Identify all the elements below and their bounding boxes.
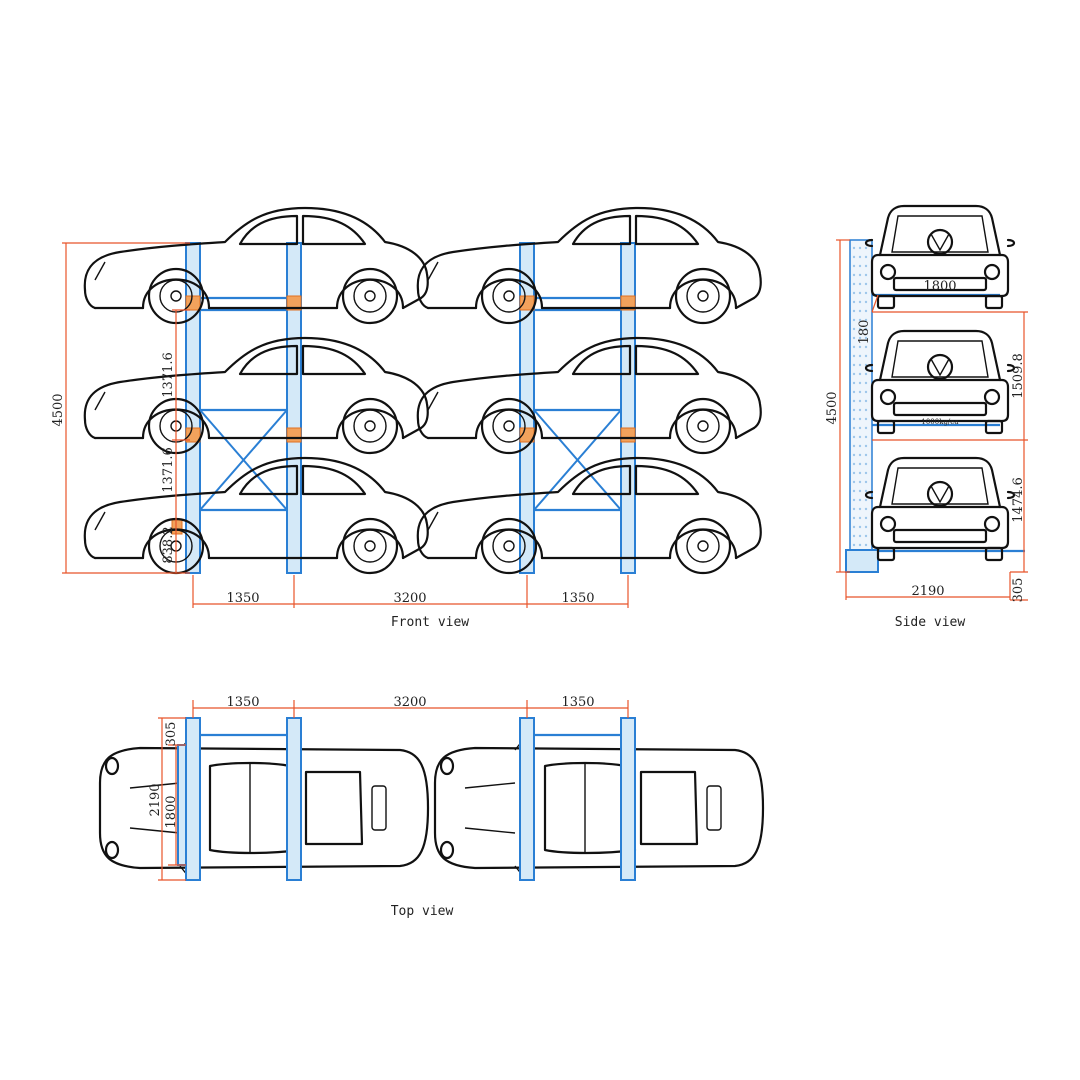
front-post [519, 242, 535, 574]
front-view-caption: Front view [391, 615, 469, 630]
side-dim-beam: 180 [857, 320, 872, 345]
top-post [519, 717, 535, 881]
dim-span-middle: 3200 [393, 591, 426, 606]
front-post [185, 242, 201, 574]
top-dim-post-depth: 305 [164, 722, 179, 747]
side-base [845, 549, 879, 573]
front-car [83, 456, 429, 575]
top-dim-span-left: 1350 [226, 695, 259, 710]
dim-span-left: 1350 [226, 591, 259, 606]
dim-level-1: 1371.6 [161, 352, 176, 398]
top-post [286, 717, 302, 881]
front-car [416, 456, 762, 575]
dim-span-right: 1350 [561, 591, 594, 606]
top-car [433, 738, 765, 878]
dim-level-2: 1371.6 [161, 447, 176, 493]
top-dim-depth-total: 2190 [148, 783, 163, 816]
lift-bracket [286, 427, 302, 443]
top-rack-left [177, 717, 302, 881]
side-dim-level-top: 1509.8 [1011, 353, 1026, 399]
front-rack-right [519, 242, 636, 574]
top-view-caption: Top view [391, 904, 454, 919]
top-dim-depth-platform: 1800 [164, 795, 179, 828]
top-post [185, 717, 201, 881]
top-dimensions: 1350 3200 1350 2190 1800 305 [148, 695, 629, 881]
capacity-label: 1000kg/ea [921, 418, 958, 426]
dim-platform-width: 1800 [923, 279, 956, 294]
side-dim-total-height: 4500 [825, 391, 840, 424]
dim-total-height: 4500 [51, 393, 66, 426]
top-view: 1350 3200 1350 2190 1800 305 Top view [98, 695, 765, 919]
side-dimensions: 4500 180 1509.8 1474.6 2190 305 [825, 239, 1028, 603]
front-car [416, 336, 762, 455]
side-column [849, 239, 873, 551]
side-view-caption: Side view [895, 615, 966, 630]
top-dim-span-middle: 3200 [393, 695, 426, 710]
lift-bracket [519, 295, 535, 311]
side-car [864, 456, 1016, 562]
top-platform-edge [177, 744, 187, 866]
front-car [83, 336, 429, 455]
top-rack-right [519, 717, 636, 881]
front-post [286, 242, 302, 574]
lift-bracket [185, 295, 201, 311]
lift-bracket [620, 295, 636, 311]
dim-ground: 838.2 [161, 526, 176, 563]
side-dim-base-width: 2190 [911, 584, 944, 599]
lift-bracket [620, 427, 636, 443]
side-column-perforation [852, 246, 868, 547]
side-dim-base-height: 305 [1011, 578, 1026, 603]
front-car [416, 206, 762, 325]
top-post [620, 717, 636, 881]
lift-bracket [185, 427, 201, 443]
front-view: 4500 1371.6 1371.6 838.2 1350 3200 1350 … [51, 206, 762, 630]
top-dim-span-right: 1350 [561, 695, 594, 710]
front-car [83, 206, 429, 325]
side-dim-level-bottom: 1474.6 [1011, 477, 1026, 523]
front-dimensions: 4500 1371.6 1371.6 838.2 1350 3200 1350 [51, 242, 629, 608]
lift-bracket [286, 295, 302, 311]
front-post [620, 242, 636, 574]
side-view: 1800 1000kg/ea 4500 180 1509.8 1474.6 21… [825, 204, 1028, 630]
